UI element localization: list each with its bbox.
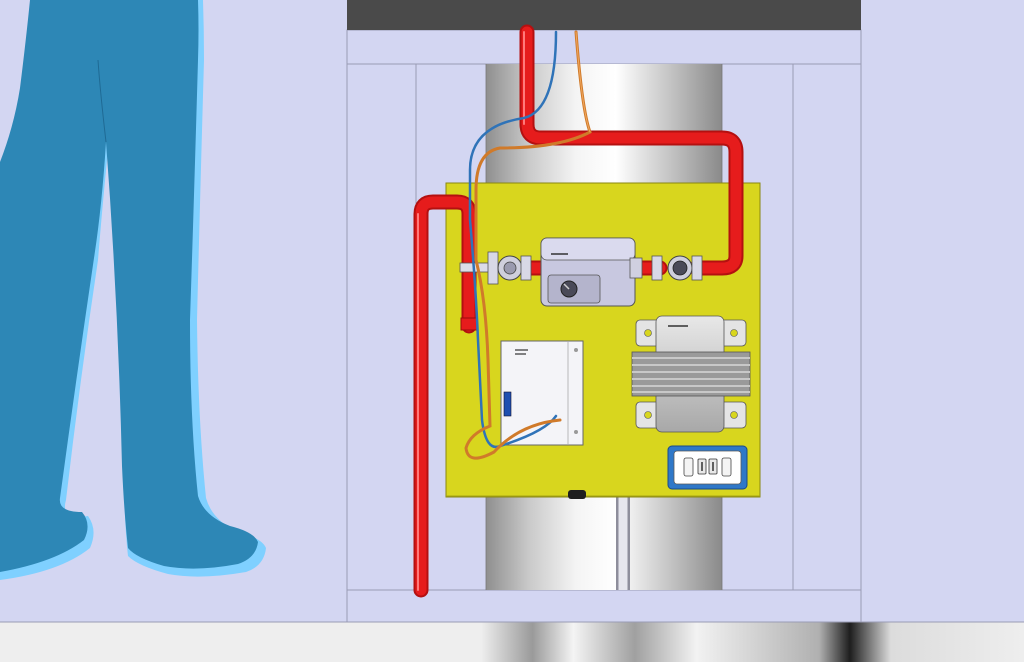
pipe-open-end: [460, 317, 478, 331]
right-valve: [651, 255, 703, 281]
wires: [464, 30, 592, 460]
ceiling-beam: [347, 0, 861, 30]
person-legs: [0, 0, 266, 580]
valve-actuator: [540, 237, 643, 307]
floor: [0, 622, 1024, 662]
grommet: [568, 490, 586, 499]
transformer: [631, 315, 751, 433]
gfci-outlet: [667, 445, 748, 490]
